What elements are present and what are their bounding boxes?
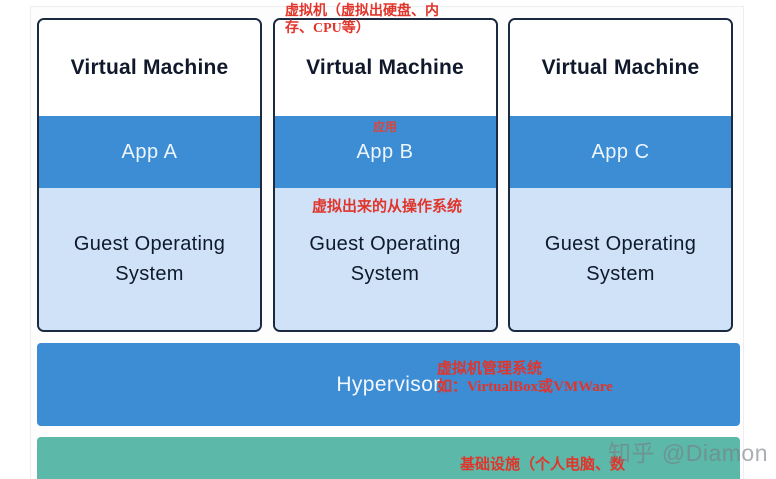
watermark: 知乎 @Diamon [608, 440, 768, 466]
vm-guest-os-band-c: Guest Operating System [510, 188, 731, 330]
hypervisor-label: Hypervisor [336, 372, 441, 396]
vm-app-band-c: App C [510, 116, 731, 188]
vm-guest-os-band-b: Guest Operating System [274, 188, 496, 330]
vm-app-label-c: App C [591, 140, 650, 163]
vm-app-band-b: App B [274, 116, 496, 188]
vm-guest-os-band-a: Guest Operating System [39, 188, 260, 330]
vm-title-a: Virtual Machine [39, 20, 260, 116]
infrastructure-band: Infrastructure [37, 437, 740, 479]
virtual-machine-row: Virtual Machine App A Guest Operating Sy… [37, 18, 733, 332]
vm-app-band-a: App A [39, 116, 260, 188]
vm-app-label-a: App A [121, 140, 178, 163]
vm-title-b: Virtual Machine [274, 20, 496, 116]
vm-title-c: Virtual Machine [510, 20, 731, 116]
virtual-machine-box-c: Virtual Machine App C Guest Operating Sy… [508, 18, 733, 332]
virtual-machine-box-b: Virtual Machine App B Guest Operating Sy… [272, 18, 498, 332]
virtual-machine-box-a: Virtual Machine App A Guest Operating Sy… [37, 18, 262, 332]
vm-app-label-b: App B [356, 140, 414, 163]
hypervisor-band: Hypervisor [37, 343, 740, 426]
